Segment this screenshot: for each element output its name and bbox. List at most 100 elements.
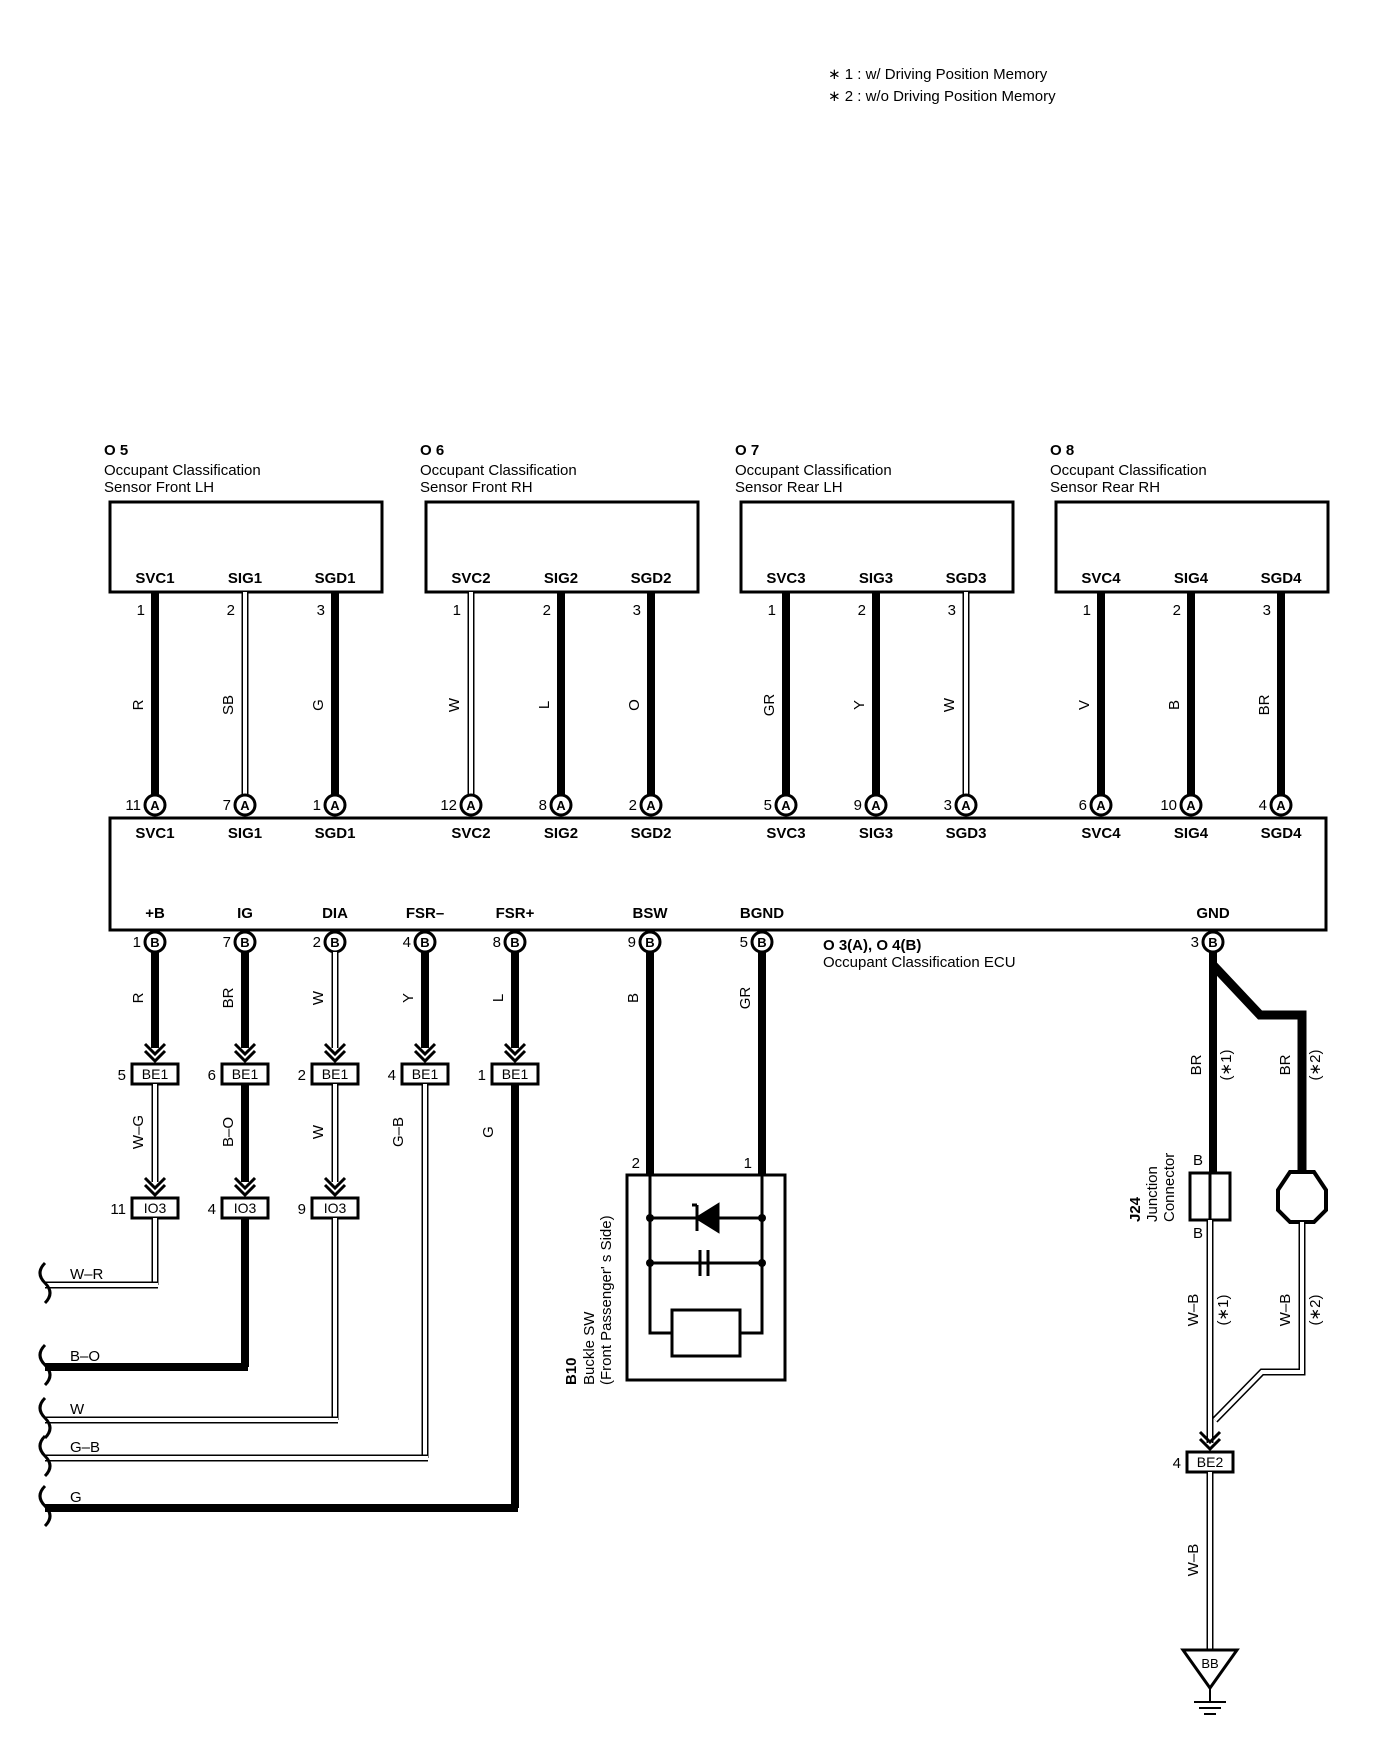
be2-pin-number: 4 <box>1173 1455 1181 1472</box>
ecu-pin-label: SIG3 <box>859 825 893 842</box>
wire-color-label: O <box>626 699 643 711</box>
be1-pin-number: 4 <box>388 1067 396 1084</box>
ecu-pin-circle <box>1269 793 1293 817</box>
ecu-pin-number: 3 <box>944 797 952 814</box>
sensor-code: O 7 <box>735 442 759 459</box>
sensor-name: Sensor Front LH <box>104 479 214 496</box>
wire-color-label: W <box>310 990 327 1005</box>
wire-color-label: GR <box>761 694 778 717</box>
connector-arrow <box>323 1176 347 1198</box>
buckle-code: B10 <box>563 1357 580 1385</box>
ecu-pin-number: 5 <box>764 797 772 814</box>
wire-break-mark <box>38 1434 52 1478</box>
wire-color-label: B <box>625 993 642 1003</box>
wire-break-mark <box>38 1261 52 1305</box>
ecu-bottom-pin-number: 4 <box>403 934 411 951</box>
ecu-pin-circle <box>233 793 257 817</box>
wire-color-label: W–G <box>130 1115 147 1149</box>
ecu-pin-circle-letter: A <box>1096 798 1106 813</box>
ecu-pin-label: SVC3 <box>766 825 805 842</box>
sensor-pin-label: SGD4 <box>1261 570 1303 587</box>
be1-pin-number: 1 <box>478 1067 486 1084</box>
ecu-pin-label: SGD1 <box>315 825 356 842</box>
ecu-pin-label: SGD4 <box>1261 825 1303 842</box>
io3-connector-label: IO3 <box>144 1200 167 1216</box>
wire-color-label: BR <box>1277 1054 1294 1075</box>
be1-pin-number: 2 <box>298 1067 306 1084</box>
ecu-pin-number: 6 <box>1079 797 1087 814</box>
sensor-pin-label: SGD2 <box>631 570 672 587</box>
junction-dot <box>646 1214 654 1222</box>
wire-note: (∗1) <box>1215 1295 1232 1326</box>
ground-icon <box>1194 1688 1226 1715</box>
wire-break-mark <box>38 1396 52 1440</box>
junction-code: J24 <box>1127 1196 1144 1222</box>
ecu-bottom-pin-label: GND <box>1196 905 1230 922</box>
continuation-label: W <box>70 1401 85 1418</box>
sensor-name: Sensor Front RH <box>420 479 533 496</box>
junction-pin-bottom: B <box>1193 1225 1203 1242</box>
ecu-bottom-pin-number: 3 <box>1191 934 1199 951</box>
ecu-pin-circle-letter: A <box>240 798 250 813</box>
ecu-pin-circle <box>774 793 798 817</box>
junction-name: Connector <box>1161 1153 1178 1222</box>
be1-connector-label: BE1 <box>502 1066 529 1082</box>
wire-break-mark <box>38 1343 52 1387</box>
sensor-name: Occupant Classification <box>104 462 261 479</box>
sensor-pin-number: 3 <box>633 602 641 619</box>
ecu-pin-label: SIG1 <box>228 825 262 842</box>
wire-break-mark <box>38 1484 52 1528</box>
be1-pin-number: 6 <box>208 1067 216 1084</box>
continuation-label: G <box>70 1489 82 1506</box>
io3-pin-number: 11 <box>110 1201 126 1218</box>
sensor-name: Occupant Classification <box>1050 462 1207 479</box>
ecu-pin-number: 7 <box>223 797 231 814</box>
wire-color-label: V <box>1076 700 1093 710</box>
be1-connector-label: BE1 <box>232 1066 259 1082</box>
sensor-name: Sensor Rear RH <box>1050 479 1160 496</box>
ecu-bottom-pin-circle-letter: B <box>510 935 519 950</box>
ground-triangle <box>1180 1648 1240 1691</box>
sensor-pin-number: 2 <box>227 602 235 619</box>
ecu-pin-circle <box>1089 793 1113 817</box>
ecu-pin-label: SIG2 <box>544 825 578 842</box>
wire-color-label: SB <box>220 695 237 715</box>
wire-color-label: B <box>1166 700 1183 710</box>
sensor-pin-number: 3 <box>317 602 325 619</box>
connector-arrow <box>503 1042 527 1064</box>
ecu-bottom-pin-label: FSR+ <box>496 905 535 922</box>
sensor-pin-label: SGD1 <box>315 570 356 587</box>
wire-color-label: BR <box>220 987 237 1008</box>
ecu-pin-label: SVC4 <box>1081 825 1121 842</box>
ecu-bottom-pin-number: 7 <box>223 934 231 951</box>
io3-connector-label: IO3 <box>234 1200 257 1216</box>
sensor-pin-label: SIG3 <box>859 570 893 587</box>
sensor-pin-label: SGD3 <box>946 570 987 587</box>
switch-pin-number: 2 <box>632 1155 640 1172</box>
ecu-pin-circle-letter: A <box>330 798 340 813</box>
ecu-pin-circle-letter: A <box>466 798 476 813</box>
gnd-wire-2 <box>1209 961 1307 1170</box>
continuation-label: G–B <box>70 1439 100 1456</box>
ecu-pin-circle <box>864 793 888 817</box>
buckle-name: Buckle SW <box>581 1311 598 1385</box>
ecu-bottom-pin-label: DIA <box>322 905 348 922</box>
ecu-pin-circle <box>954 793 978 817</box>
ecu-pin-label: SGD2 <box>631 825 672 842</box>
be1-connector-label: BE1 <box>322 1066 349 1082</box>
ecu-bottom-pin-circle-letter: B <box>330 935 339 950</box>
connector-arrow <box>1198 1430 1222 1452</box>
ecu-pin-label: SVC2 <box>451 825 490 842</box>
sensor-name: Occupant Classification <box>420 462 577 479</box>
sensor-box <box>739 500 1015 594</box>
ecu-bottom-pin-number: 1 <box>133 934 141 951</box>
ecu-pin-circle <box>143 793 167 817</box>
sensor-name: Occupant Classification <box>735 462 892 479</box>
ecu-bottom-pin-number: 5 <box>740 934 748 951</box>
wire-color-label: B–O <box>220 1117 237 1147</box>
sensor-pin-number: 1 <box>453 602 461 619</box>
wire-color-label: R <box>130 699 147 710</box>
ecu-bottom-pin-label: +B <box>145 905 165 922</box>
ecu-pin-circle-letter: A <box>871 798 881 813</box>
